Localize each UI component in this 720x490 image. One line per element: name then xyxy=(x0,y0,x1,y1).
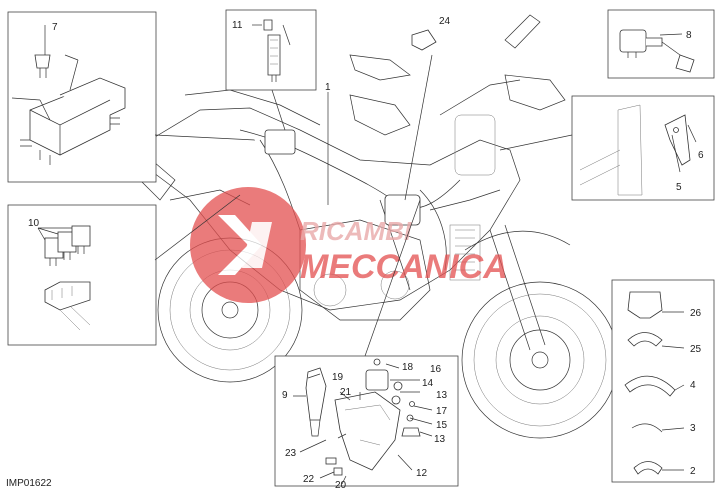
callout-7: 7 xyxy=(52,22,58,33)
callout-20: 20 xyxy=(335,480,347,490)
inset-fuse-box xyxy=(7,11,256,183)
inset-relays xyxy=(7,194,241,346)
callout-16: 16 xyxy=(430,364,442,375)
callout-22: 22 xyxy=(303,474,315,485)
watermark-logo xyxy=(190,187,306,303)
watermark-text-line2: MECCANICA xyxy=(300,248,508,286)
callout-23: 23 xyxy=(285,448,297,459)
callout-15: 15 xyxy=(436,420,448,431)
motorcycle-illustration xyxy=(129,14,619,439)
callout-18: 18 xyxy=(402,362,414,373)
inset-sensor xyxy=(607,9,715,79)
callout-9: 9 xyxy=(282,390,288,401)
inset-ignition-parts xyxy=(274,199,459,487)
callout-12: 12 xyxy=(416,468,428,479)
watermark-text-line1: RICAMBI xyxy=(300,216,412,246)
callout-10: 10 xyxy=(28,218,40,229)
callout-1: 1 xyxy=(325,82,331,93)
inset-connector xyxy=(225,9,317,131)
callout-2: 2 xyxy=(690,466,696,477)
callout-21: 21 xyxy=(340,387,352,398)
callout-4: 4 xyxy=(690,380,696,391)
inset-bracket xyxy=(499,95,715,201)
inset-clamps xyxy=(611,279,715,483)
callout-13b: 13 xyxy=(434,434,446,445)
callout-5: 5 xyxy=(676,182,682,193)
callout-13a: 13 xyxy=(436,390,448,401)
callout-8: 8 xyxy=(686,30,692,41)
callout-11: 11 xyxy=(232,20,243,31)
callout-24: 24 xyxy=(439,16,451,27)
callout-3: 3 xyxy=(690,423,696,434)
callout-26: 26 xyxy=(690,308,702,319)
callout-14: 14 xyxy=(422,378,434,389)
diagram-code: IMP01622 xyxy=(6,478,52,489)
callout-25: 25 xyxy=(690,344,702,355)
callout-17: 17 xyxy=(436,406,448,417)
callout-19: 19 xyxy=(332,372,344,383)
part-24-connector xyxy=(404,29,437,201)
callout-6: 6 xyxy=(698,150,704,161)
